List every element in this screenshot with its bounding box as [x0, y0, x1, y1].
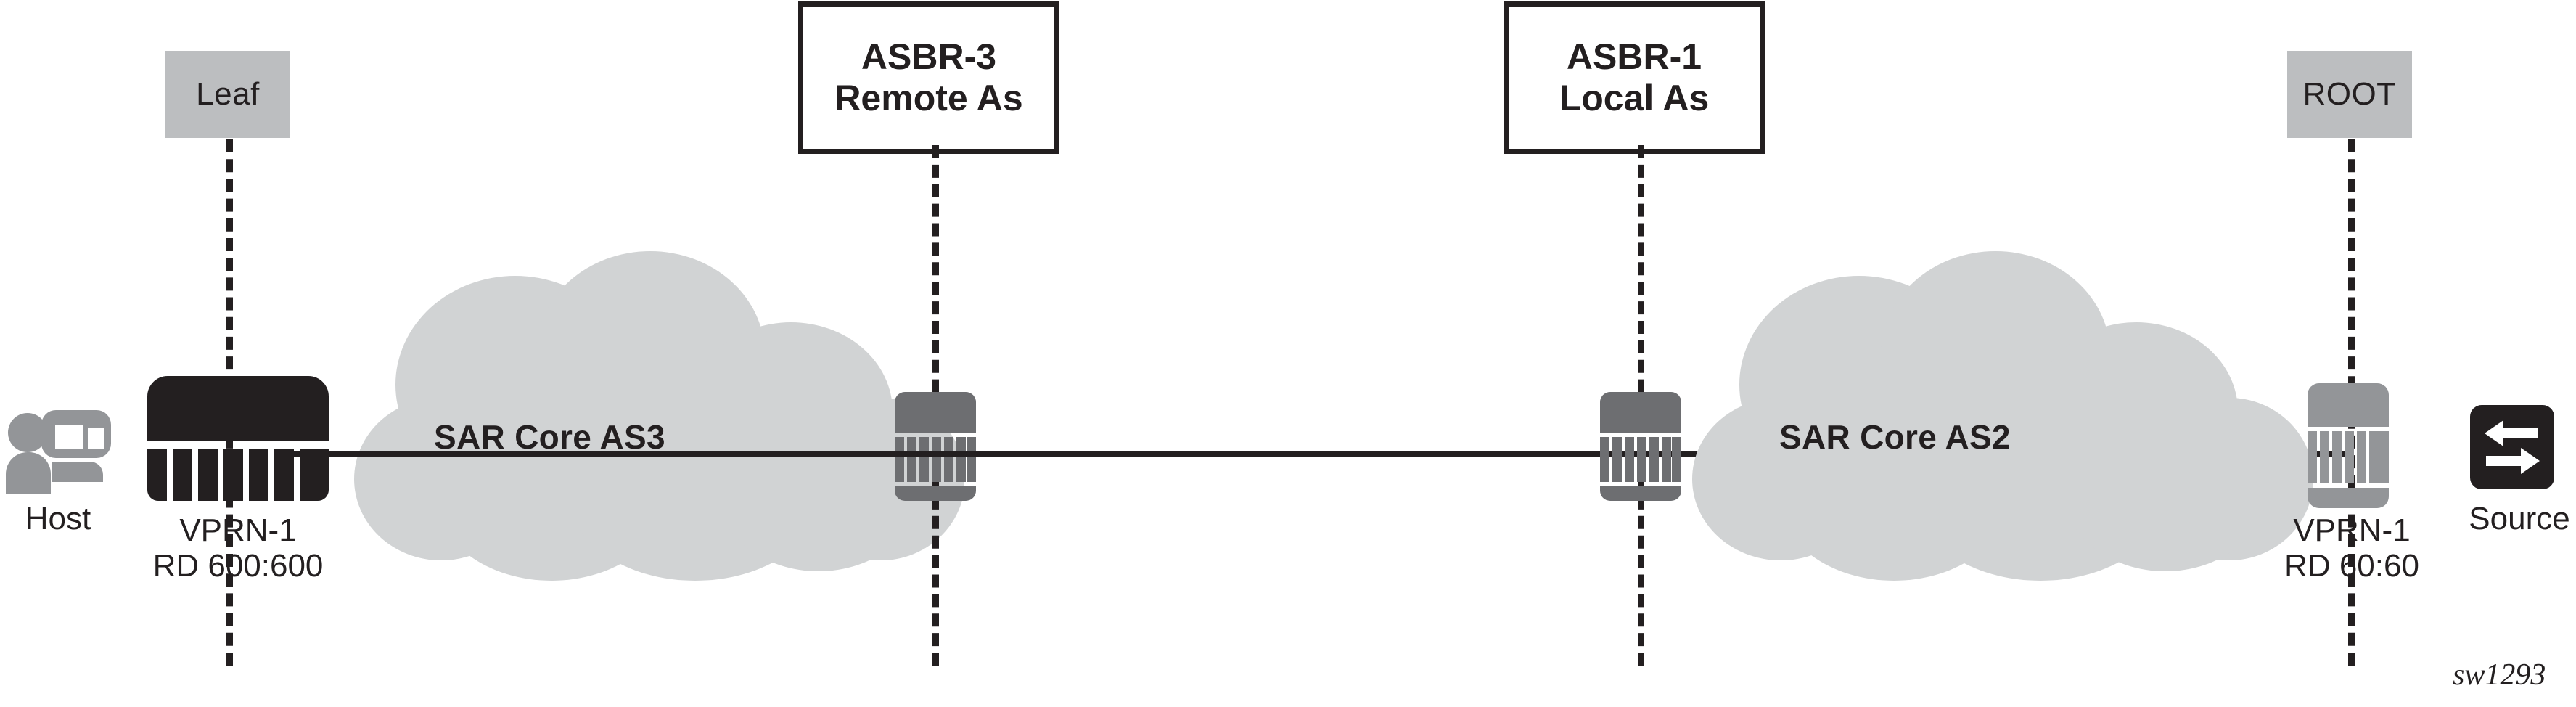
asbr3-router-icon	[895, 392, 976, 501]
right-pe-router-icon	[2308, 383, 2389, 508]
root-tag-box: ROOT	[2287, 51, 2412, 138]
left-pe-router-icon	[147, 376, 329, 511]
asbr3-line1: ASBR-3	[861, 36, 997, 77]
host-label: Host	[25, 501, 91, 536]
sar-core-as3-label: SAR Core AS3	[434, 418, 665, 456]
bidirectional-arrows-icon	[2470, 405, 2554, 489]
left-pe-line1: VPRN-1	[179, 512, 297, 548]
right-pe-caption: VPRN-1 RD 60:60	[2218, 512, 2486, 584]
leaf-tag-label: Leaf	[196, 76, 260, 112]
asbr1-box: ASBR-1 Local As	[1504, 1, 1765, 154]
asbr1-line1: ASBR-1	[1566, 36, 1702, 77]
left-pe-line2: RD 600:600	[152, 548, 324, 584]
host-user-monitor-icon	[6, 409, 115, 496]
sar-core-as2-label: SAR Core AS2	[1779, 418, 2011, 456]
asbr1-line2: Local As	[1559, 78, 1710, 118]
sar-core-as3-cloud	[354, 240, 964, 581]
asbr3-line2: Remote As	[834, 78, 1023, 118]
asbr3-box: ASBR-3 Remote As	[798, 1, 1059, 154]
right-pe-line1: VPRN-1	[2293, 512, 2411, 548]
leaf-tag-box: Leaf	[165, 51, 290, 138]
core-trunk-line	[290, 451, 2350, 457]
asbr1-router-icon	[1600, 392, 1681, 501]
figure-id-label: sw1293	[2453, 658, 2546, 692]
right-pe-line2: RD 60:60	[2284, 548, 2419, 584]
source-label: Source	[2469, 501, 2570, 536]
left-pe-caption: VPRN-1 RD 600:600	[93, 512, 383, 584]
root-tag-label: ROOT	[2302, 76, 2397, 112]
